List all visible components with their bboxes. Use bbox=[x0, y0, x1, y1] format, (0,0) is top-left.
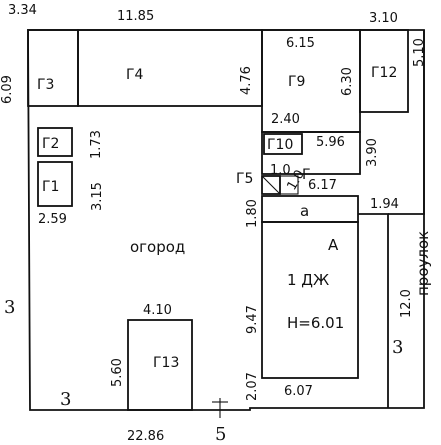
label-g4: Г4 bbox=[126, 67, 144, 83]
dim-left-3-15: 3.15 bbox=[90, 182, 105, 211]
plot-boundary bbox=[27, 29, 425, 411]
label-g5: Г5 bbox=[236, 171, 253, 187]
dim-left-1-73: 1.73 bbox=[89, 130, 104, 159]
plot-boundary-right-upper bbox=[388, 30, 425, 215]
label-a-lower: а bbox=[300, 202, 309, 220]
dim-top-mid: 11.85 bbox=[117, 9, 154, 24]
dim-g4-height: 4.76 bbox=[239, 66, 254, 95]
building-g10 bbox=[263, 133, 303, 155]
building-a-lower bbox=[261, 195, 359, 223]
building-g1 bbox=[37, 161, 73, 207]
dim-g5-small: 1.0 bbox=[270, 163, 291, 178]
dim-g13-width: 4.10 bbox=[143, 303, 172, 318]
dim-right-3-90: 3.90 bbox=[365, 138, 380, 167]
label-ogorod: огород bbox=[130, 238, 185, 256]
mark-3-right: 3 bbox=[392, 337, 403, 358]
building-g-small bbox=[279, 175, 299, 195]
dim-g-mid-width: 2.40 bbox=[271, 112, 300, 127]
g5-diagonal bbox=[261, 175, 281, 195]
dim-a-width: 6.17 bbox=[308, 178, 337, 193]
building-g2 bbox=[37, 127, 73, 157]
label-street: проулок bbox=[414, 231, 432, 296]
label-g-small: Г bbox=[302, 167, 311, 183]
dim-g9-width: 6.15 bbox=[286, 36, 315, 51]
label-g13: Г13 bbox=[153, 355, 179, 371]
label-g3: Г3 bbox=[37, 77, 54, 93]
label-g2: Г2 bbox=[42, 136, 59, 152]
label-g1: Г1 bbox=[42, 179, 59, 195]
dim-g9-height: 6.30 bbox=[340, 67, 355, 96]
dim-house-bottom-h: 2.07 bbox=[245, 372, 260, 401]
building-g4 bbox=[77, 29, 263, 107]
label-house: 1 ДЖ bbox=[287, 271, 329, 289]
label-g12: Г12 bbox=[371, 65, 397, 81]
dim-a-height: 1.80 bbox=[245, 199, 260, 228]
dim-top-left: 3.34 bbox=[8, 3, 37, 18]
label-g10: Г10 bbox=[267, 137, 293, 153]
dim-bottom-total: 22.86 bbox=[127, 429, 164, 444]
building-g12 bbox=[359, 29, 409, 113]
label-g9: Г9 bbox=[288, 74, 305, 90]
dim-right-12-0: 12.0 bbox=[399, 289, 414, 318]
building-g-mid bbox=[261, 131, 361, 175]
dim-house-height: 9.47 bbox=[245, 305, 260, 334]
building-g13 bbox=[127, 319, 193, 411]
plot-boundary-step bbox=[358, 213, 389, 408]
dim-right-1-94: 1.94 bbox=[370, 197, 399, 212]
dim-house-bottom-w: 6.07 bbox=[284, 384, 313, 399]
label-height: H=6.01 bbox=[287, 314, 344, 332]
mark-3-bottom: 3 bbox=[60, 389, 71, 410]
building-g3 bbox=[27, 29, 79, 107]
mark-5: 5 bbox=[215, 424, 226, 445]
dim-top-right: 3.10 bbox=[369, 11, 398, 26]
label-a-upper: А bbox=[328, 236, 339, 254]
dim-g13-height: 5.60 bbox=[110, 358, 125, 387]
dim-g10-span: 5.96 bbox=[316, 135, 345, 150]
mark-3-left: 3 bbox=[4, 297, 15, 318]
dim-g12-height: 5.10 bbox=[412, 38, 427, 67]
dim-left-side: 6.09 bbox=[0, 75, 15, 104]
dim-g1-width: 2.59 bbox=[38, 212, 67, 227]
building-house bbox=[261, 221, 359, 379]
